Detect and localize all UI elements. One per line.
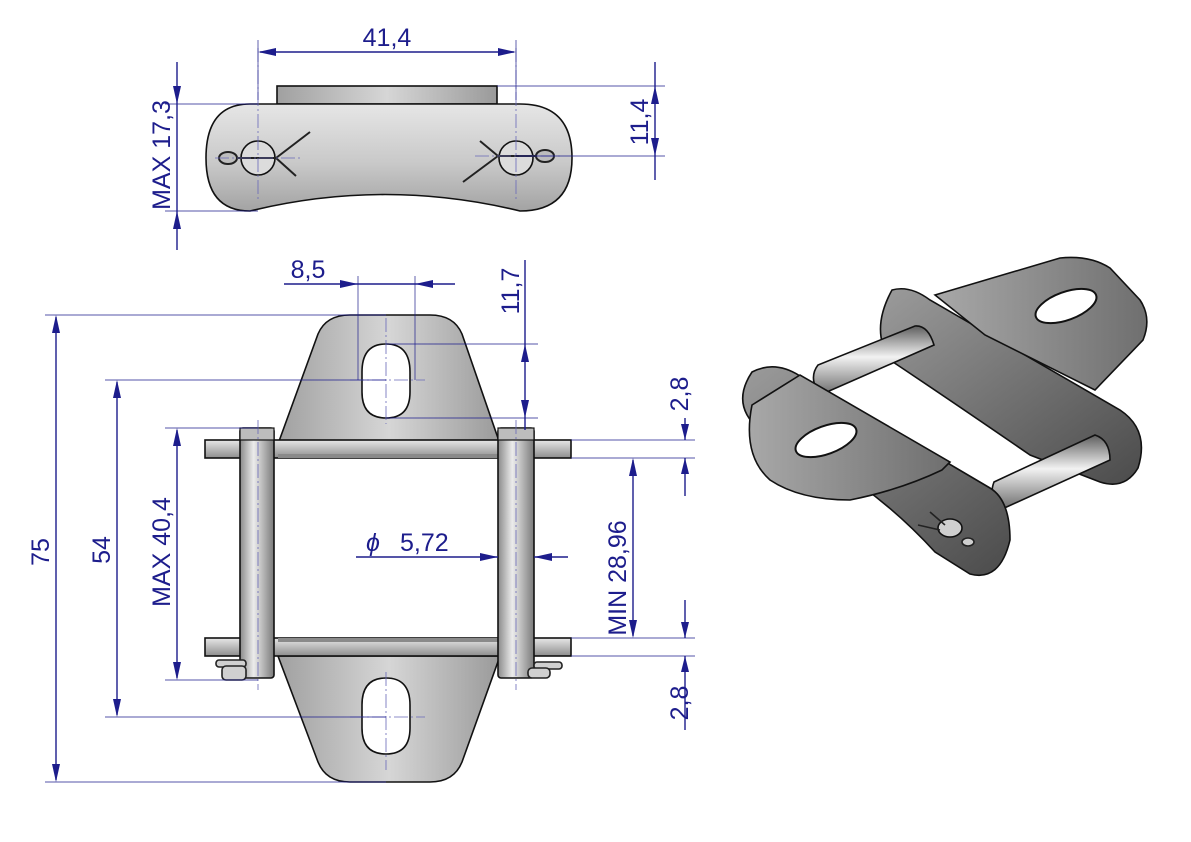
diameter-symbol-icon: ϕ [366, 529, 380, 557]
dimension-lines [45, 40, 695, 783]
dim-overall-length: 75 [27, 538, 55, 566]
cotter-front-left [215, 659, 247, 681]
dim-slot-pitch: 54 [88, 536, 116, 564]
dim-max-width: MAX 40,4 [148, 497, 176, 607]
dimension-labels: 41,4 MAX 17,3 11,4 8,5 11,7 75 54 MAX 40… [27, 24, 694, 720]
iso-cotter [917, 511, 975, 547]
dim-slot-width: 8,5 [291, 256, 326, 284]
link-plate-top-view [205, 103, 573, 212]
iso-far-slot [1034, 287, 1098, 325]
dim-pin-diameter: 5,72 [400, 529, 449, 557]
iso-near-slot [794, 421, 858, 459]
front-view [204, 314, 572, 783]
cotter-front-right [527, 661, 563, 679]
dim-top-height-max: MAX 17,3 [148, 100, 176, 210]
dim-slot-length: 11,7 [497, 268, 525, 315]
isometric-view [741, 256, 1148, 576]
top-view [205, 48, 573, 212]
pin-left-head [239, 427, 275, 441]
bar-inner-lower [278, 638, 500, 642]
pin-left [239, 427, 275, 679]
dim-plate-thickness-bottom: 2,8 [666, 686, 694, 721]
dim-top-height-right: 11,4 [626, 99, 654, 146]
bar-inner-upper [278, 454, 500, 458]
dim-top-width: 41,4 [363, 24, 412, 52]
dim-plate-thickness-top: 2,8 [666, 377, 694, 412]
iso-far-attachment [933, 256, 1148, 391]
dim-inner-width-min: MIN 28,96 [604, 520, 632, 635]
attachment-top-edge [276, 85, 498, 105]
